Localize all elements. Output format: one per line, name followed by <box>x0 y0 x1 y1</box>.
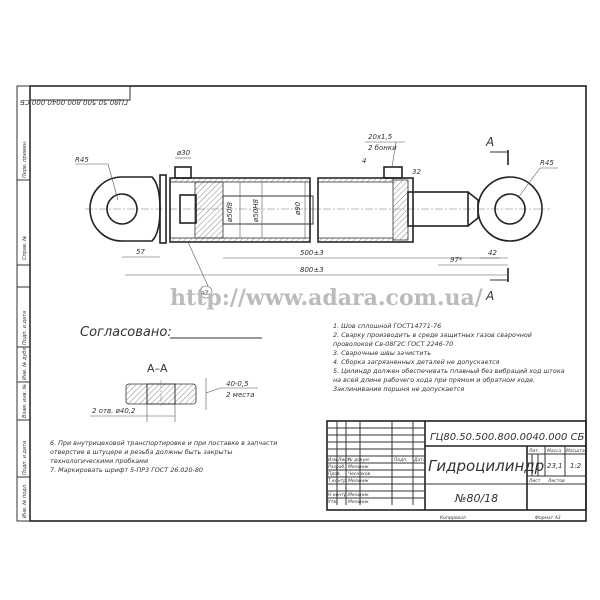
side-label: Подп. и дата <box>22 441 28 475</box>
technical-notes: 1. Шов сплошной ГОСТ14771-76 2. Сварку п… <box>333 322 565 393</box>
dim-total: 800±3 <box>300 266 324 274</box>
note-line: 5. Цилиндр должен обеспечивать плавный б… <box>333 367 565 375</box>
dim-ports: 2 бонки <box>368 144 397 152</box>
person-name: Чесноков <box>348 471 370 477</box>
side-label: Подп. и дата <box>22 311 28 345</box>
person-name: Мельник <box>348 464 369 470</box>
right-eye-hole <box>494 193 526 225</box>
person-name: Мельник <box>348 499 369 505</box>
dim-32: 32 <box>412 168 421 176</box>
lit-header: Лит. <box>528 448 539 454</box>
rod-inner <box>222 195 314 225</box>
section-tolerance: 40-0,5 <box>226 380 249 388</box>
drawing-code: ГЦ80.50.500.800.0040.000 СБ <box>430 432 585 443</box>
dim-port-diameter: ø30 <box>176 149 191 157</box>
rotated-code: ГЦ80.50.500.800.0040.000 СБ <box>20 98 128 106</box>
col-header: № докум. <box>347 457 370 463</box>
note-line: отверстие в штуцере и резьба должны быть… <box>50 448 232 456</box>
dim-r45-right: R45 <box>540 159 554 167</box>
drawing-number: №80/18 <box>454 492 498 505</box>
role: Пров. <box>328 471 341 477</box>
nut <box>179 194 197 224</box>
note-line: проволокой Св-08Г2С ГОСТ 2246-70 <box>333 340 453 348</box>
note-line: 2. Сварку производить в среде защитных г… <box>333 331 532 339</box>
watermark: http://www.adara.com.ua/ <box>170 285 484 311</box>
col-header: Лист <box>337 457 350 463</box>
dim-stroke: 500±3 <box>300 249 324 257</box>
role: Разраб. <box>328 464 346 470</box>
scale-value: 1:2 <box>570 462 582 470</box>
role: Утв. <box>328 499 337 505</box>
piston <box>194 181 224 239</box>
right-port <box>383 166 403 179</box>
dim-rod-diameter: ø50f8 <box>226 201 234 223</box>
col-header: Изм. <box>328 457 339 463</box>
piston-rod <box>407 191 469 227</box>
hydraulic-cylinder: A A R45 ø30 ø50f8 ø50H8 ø90 57 <box>75 133 558 303</box>
side-label: Справ. № <box>22 236 28 260</box>
section-places: 2 места <box>226 391 254 399</box>
technical-notes-lower: 6. При внутрицеховой транспортировке и п… <box>50 439 277 474</box>
left-eye-hole <box>106 193 138 225</box>
section-title: А–А <box>147 362 168 375</box>
scale-header: Масштаб <box>566 448 588 454</box>
col-header: Подп. <box>394 457 408 463</box>
dim-42: 42 <box>488 249 497 257</box>
approved-label: Согласовано: <box>80 325 172 340</box>
sheet-label: Лист <box>528 478 541 484</box>
left-port <box>174 166 192 179</box>
dim-57: 57 <box>136 248 145 256</box>
section-a-a: А–А 40-0,5 2 места 2 отв. ø40,2 <box>90 362 258 422</box>
note-line: 3. Сварочные швы зачистить <box>333 349 431 357</box>
note-line: 7. Маркировать шрифт 5-ПР3 ГОСТ 26.020-8… <box>50 466 203 474</box>
note-line: технологическими пробками <box>50 457 148 465</box>
side-label: Взам. инв. № <box>22 384 28 418</box>
note-line: на всей длине рабочего хода при прямом и… <box>333 376 535 384</box>
role: Т.контр. <box>328 478 348 484</box>
right-eye-mount <box>477 176 543 242</box>
copied-label: Копировал <box>440 515 466 521</box>
weld-mark: a7 <box>201 290 209 297</box>
format-label: Формат А3 <box>535 515 561 521</box>
section-holes: 2 отв. ø40,2 <box>92 407 136 415</box>
dim-97: 97* <box>450 256 463 264</box>
title-block: ГЦ80.50.500.800.0040.000 СБ Гидроцилиндр… <box>326 420 588 521</box>
note-line: 4. Сборка загрязненных деталей не допуск… <box>333 358 500 366</box>
side-label: Инв. № дубл. <box>22 346 28 380</box>
mass-value: 23,1 <box>547 462 563 470</box>
drawing-name: Гидроцилиндр <box>428 457 544 475</box>
dim-4: 4 <box>362 157 366 165</box>
note-line: 1. Шов сплошной ГОСТ14771-76 <box>333 322 441 330</box>
drawing-frame: ГЦ80.50.500.800.0040.000 СБ Перв. примен… <box>16 85 587 522</box>
role: Н.контр. <box>328 492 348 498</box>
dim-thread: 20x1,5 <box>368 133 393 141</box>
person-name: Мельник <box>348 478 369 484</box>
dim-tube-diameter: ø90 <box>294 201 302 216</box>
side-label: Перв. примен. <box>22 140 28 178</box>
col-header: Дата <box>413 457 426 463</box>
side-label: Инв. № подл. <box>22 484 28 519</box>
mass-header: Масса <box>547 448 562 454</box>
section-mark-bottom: A <box>485 289 494 303</box>
section-mark-top: A <box>485 135 494 149</box>
gland <box>392 179 409 241</box>
sheets-label: Листов <box>547 478 565 484</box>
note-line: Заклинивание поршня не допускается <box>333 385 464 393</box>
note-line: 6. При внутрицеховой транспортировке и п… <box>50 439 277 447</box>
person-name: Мельник <box>348 492 369 498</box>
dim-bore-diameter: ø50H8 <box>252 199 260 223</box>
dim-r45-left: R45 <box>75 156 89 164</box>
